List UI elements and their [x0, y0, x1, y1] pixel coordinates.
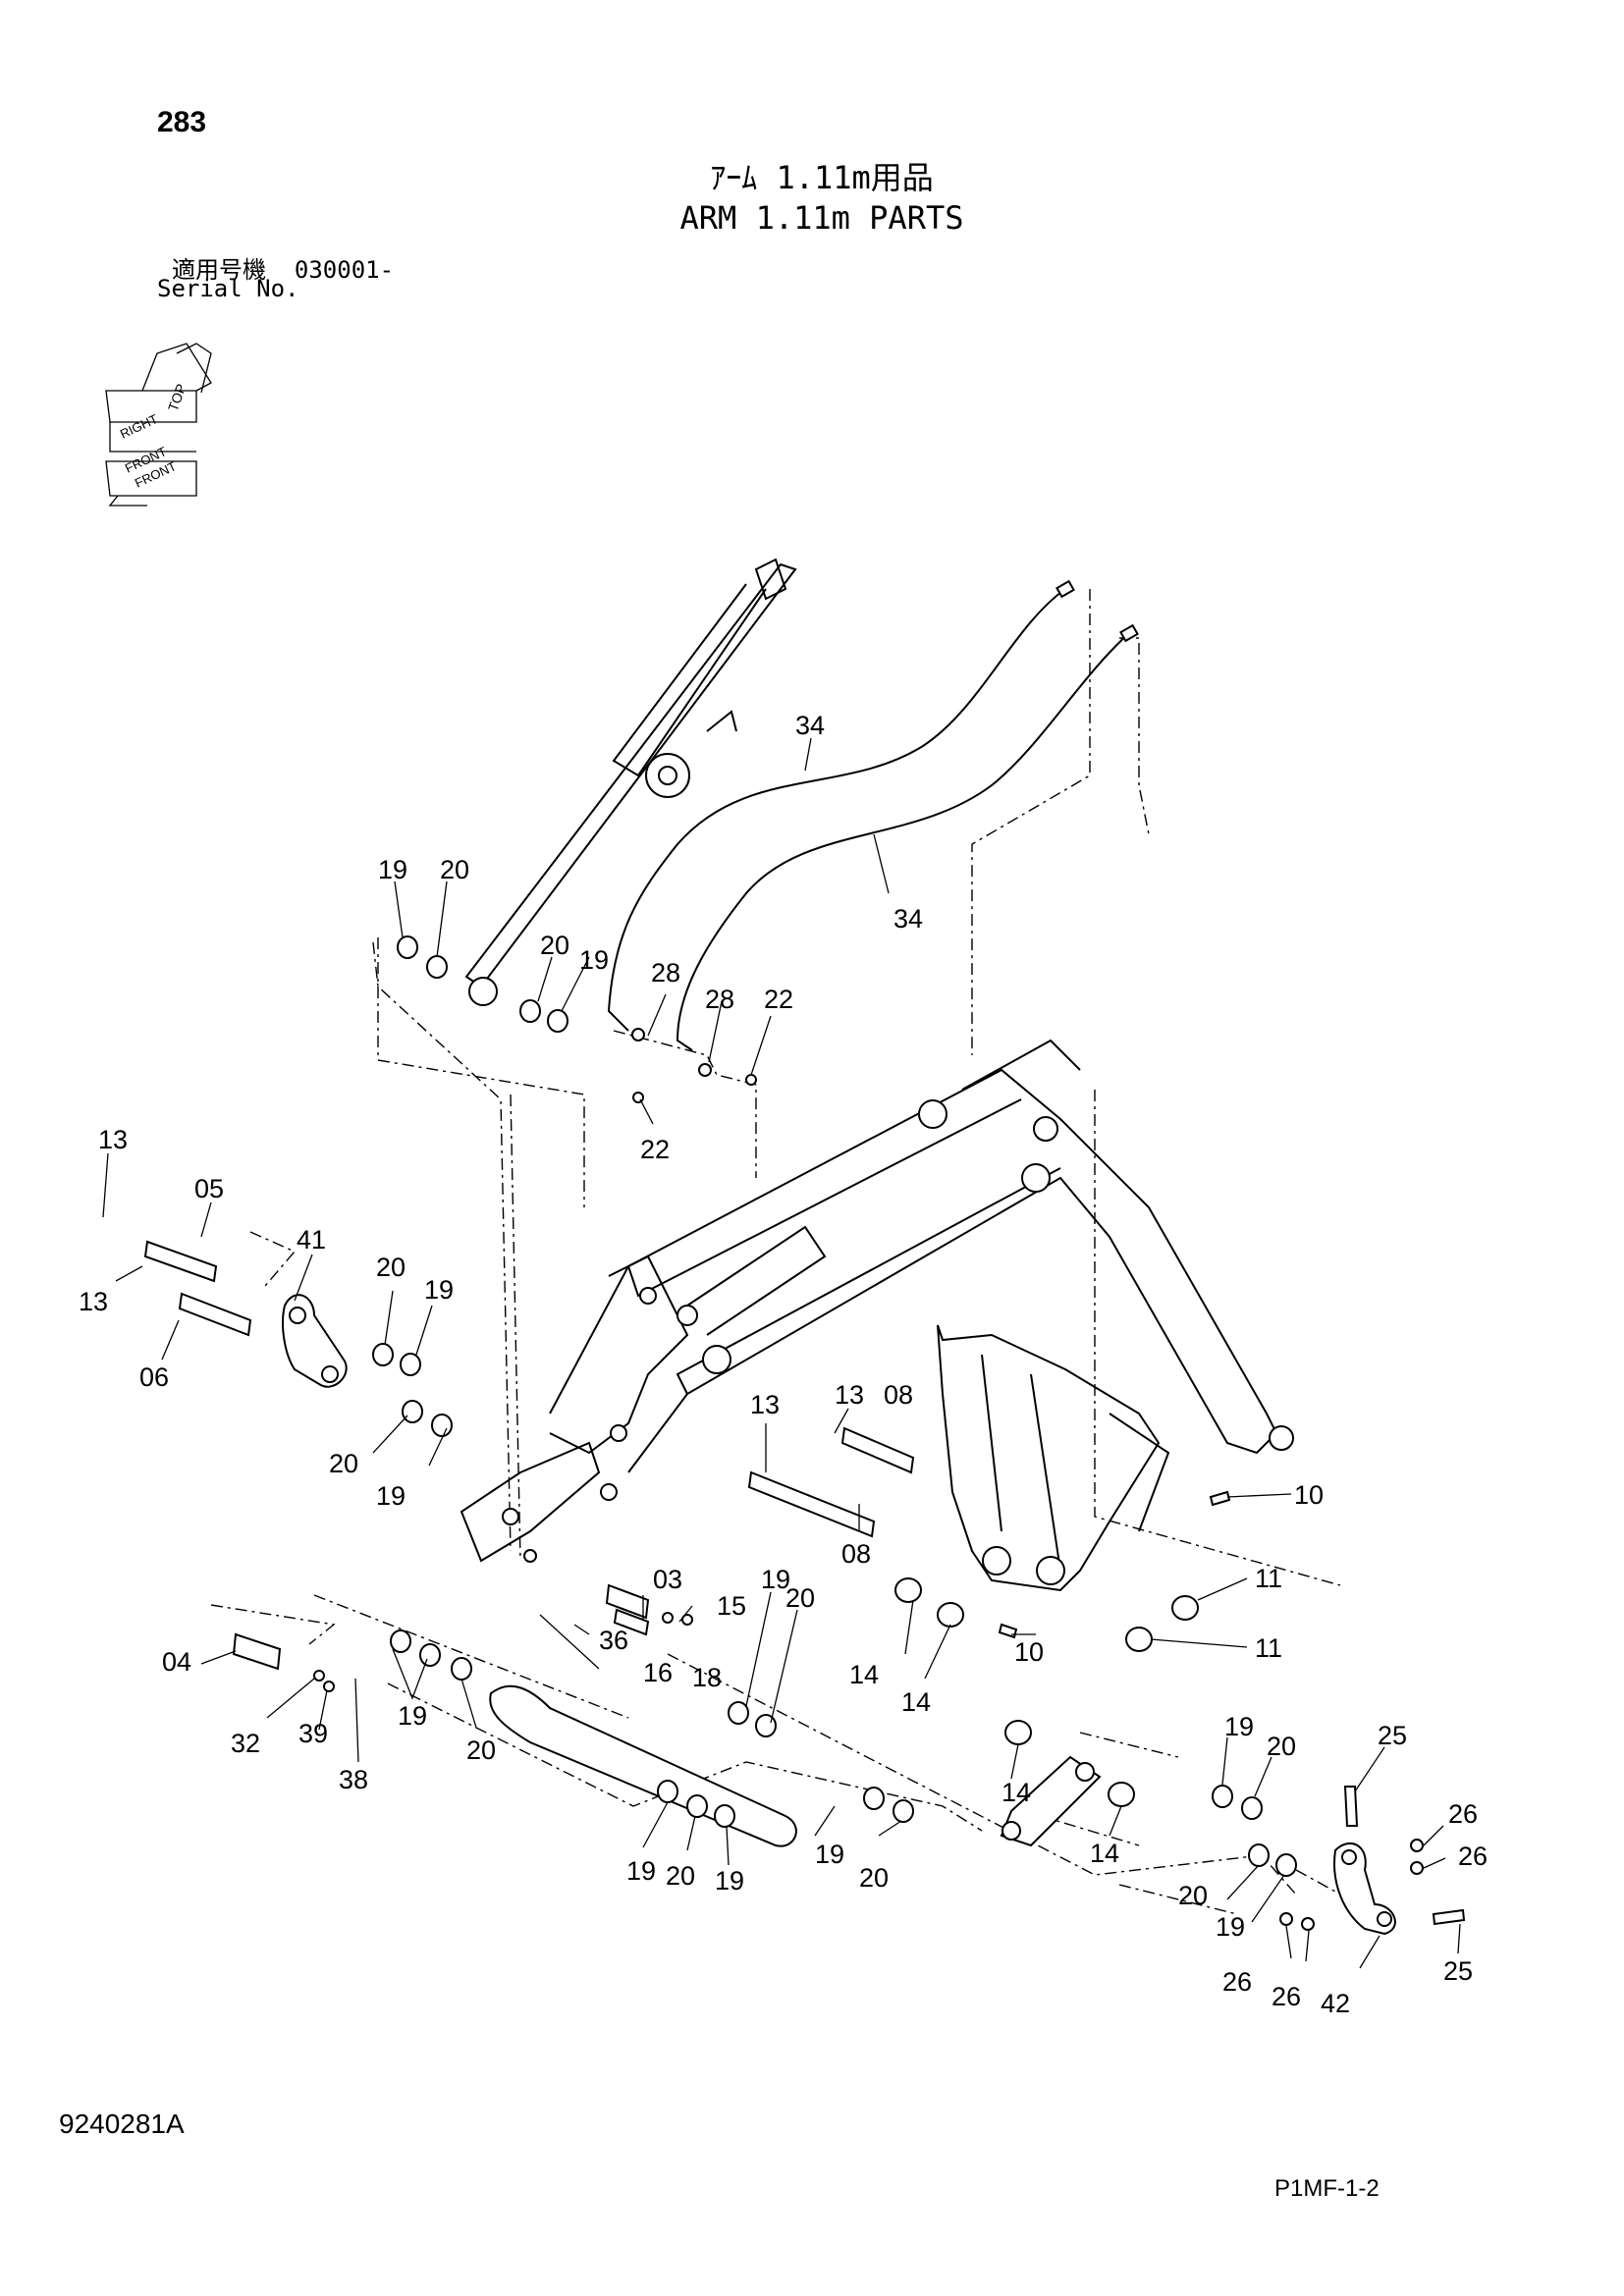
callout-13: 13: [79, 1287, 108, 1316]
page-number: 283: [157, 106, 207, 138]
callout-20: 20: [466, 1735, 496, 1765]
callout-19: 19: [579, 945, 609, 975]
callout-28: 28: [651, 958, 680, 988]
leader-lines: [102, 737, 1461, 1969]
callout-36: 36: [599, 1626, 628, 1655]
pins: [143, 1240, 915, 1671]
links: [489, 1684, 1466, 1936]
orientation-label-right: RIGHT: [118, 411, 160, 442]
assembly-guide-lines: [210, 589, 1395, 1925]
callout-32: 32: [231, 1729, 260, 1758]
callout-20: 20: [859, 1863, 889, 1893]
page-code: P1MF-1-2: [1274, 2175, 1380, 2202]
link-41: [282, 1294, 348, 1388]
callout-08: 08: [884, 1380, 913, 1410]
callout-16: 16: [643, 1658, 673, 1687]
callout-13: 13: [835, 1380, 864, 1410]
callout-25: 25: [1443, 1956, 1473, 1986]
callout-22: 22: [764, 985, 793, 1014]
callout-10: 10: [1014, 1637, 1044, 1667]
callout-04: 04: [162, 1647, 191, 1677]
callout-19: 19: [376, 1481, 406, 1511]
callout-13: 13: [750, 1390, 780, 1419]
callout-19: 19: [424, 1275, 454, 1305]
callout-26: 26: [1448, 1799, 1478, 1829]
serial-label-japanese: 適用号機: [172, 256, 266, 284]
callout-06: 06: [139, 1362, 169, 1392]
callout-20: 19: [1216, 1912, 1245, 1942]
callout-18: 18: [692, 1663, 722, 1692]
callout-03: 03: [653, 1565, 682, 1594]
callout-25: 25: [1378, 1721, 1407, 1750]
orientation-indicator-icon: TOP RIGHT FRONT FRONT: [105, 343, 212, 507]
callout-20: 20: [376, 1253, 406, 1282]
callout-20: 20: [440, 855, 469, 884]
hydraulic-hoses: [607, 579, 1139, 1103]
serial-number-value: 030001-: [294, 256, 395, 284]
callout-labels: 34 34 19 20 20 19 28 28 22 22 13 05 13 0…: [79, 711, 1488, 2018]
callout-19: 19: [398, 1701, 427, 1731]
callout-19: 19: [1224, 1712, 1254, 1741]
callout-19: 20: [1178, 1881, 1208, 1910]
callout-26: 26: [1272, 1982, 1301, 2011]
arm-cylinder: [464, 558, 797, 1006]
callout-20: 20: [1267, 1732, 1296, 1761]
callout-14: 14: [901, 1687, 931, 1717]
washers-and-o-rings: [313, 935, 1424, 1931]
callout-38: 38: [339, 1765, 368, 1794]
callout-05: 05: [194, 1174, 224, 1203]
callout-26: 26: [1458, 1842, 1488, 1871]
callout-20: 20: [666, 1861, 695, 1891]
orientation-label-top: TOP: [165, 382, 189, 413]
serial-line-japanese: 適用号機 030001-: [172, 250, 394, 285]
callout-14: 14: [849, 1660, 879, 1689]
callout-28: 28: [705, 985, 734, 1014]
callout-10: 10: [1294, 1480, 1324, 1510]
callout-19: 19: [378, 855, 407, 884]
document-code: 9240281A: [59, 2109, 185, 2139]
callout-08: 08: [841, 1539, 871, 1569]
callout-26: 26: [1222, 1967, 1252, 1997]
callout-19: 19: [626, 1856, 656, 1886]
callout-20: 20: [540, 931, 569, 960]
callout-34: 34: [893, 904, 923, 934]
callout-34: 34: [795, 711, 825, 740]
callout-11: 11: [1255, 1564, 1282, 1593]
title-japanese: ｱｰﾑ 1.11m用品: [710, 159, 934, 196]
callout-41: 41: [297, 1225, 326, 1255]
callout-14: 14: [1090, 1839, 1119, 1868]
callout-20: 20: [785, 1583, 815, 1613]
serial-label-english: Serial No.: [157, 275, 299, 302]
callout-13: 13: [98, 1125, 128, 1154]
callout-20: 20: [329, 1449, 358, 1478]
title-english: ARM 1.11m PARTS: [679, 199, 964, 237]
callout-14: 14: [1001, 1778, 1031, 1807]
callout-42: 42: [1321, 1989, 1350, 2018]
callout-22: 22: [640, 1135, 670, 1164]
callout-15: 15: [717, 1591, 746, 1621]
arm-structure: [460, 1039, 1294, 1563]
callout-19: 19: [715, 1866, 744, 1896]
callout-19: 19: [815, 1840, 844, 1869]
bucket: [937, 1324, 1170, 1592]
callout-39: 39: [298, 1719, 328, 1748]
callout-19: 19: [761, 1565, 790, 1594]
callout-11: 11: [1255, 1633, 1282, 1663]
